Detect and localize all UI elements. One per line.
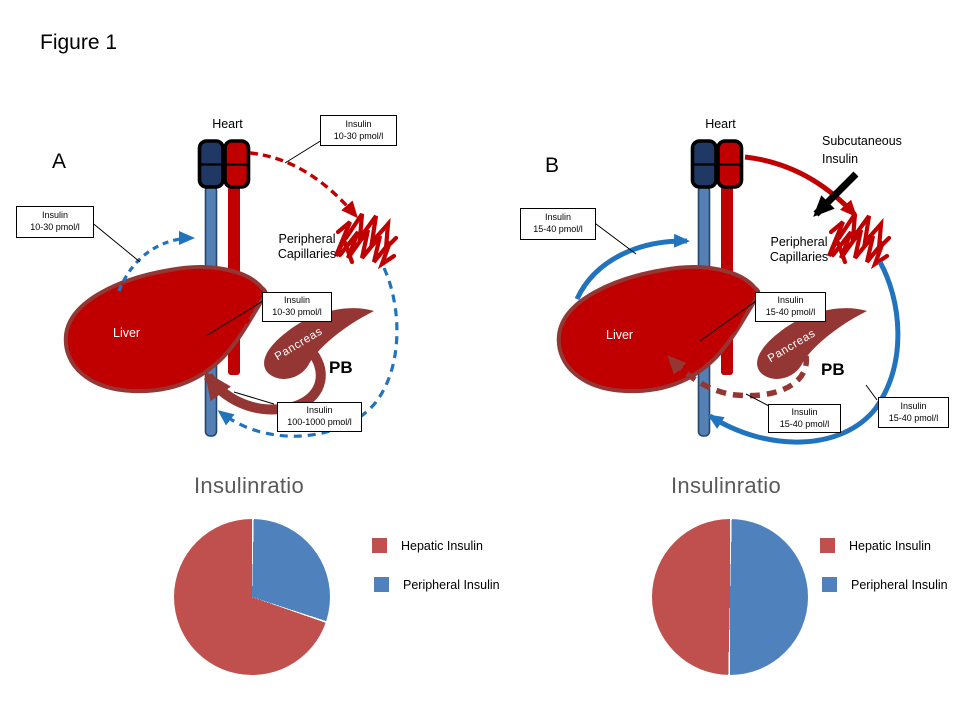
panel-a-letter: A	[52, 150, 67, 173]
insulin-note-a-mid: Insulin 10-30 pmol/l	[262, 292, 332, 322]
legend-row-a-peripheral: Peripheral Insulin	[374, 577, 500, 592]
insulin-note-b-bottom: Insulin 15-40 pmol/l	[768, 404, 841, 433]
panel-b-letter: B	[545, 154, 560, 177]
heart-label-b: Heart	[705, 117, 736, 131]
pb-label-a: PB	[329, 358, 353, 377]
pie-chart-a	[174, 519, 330, 675]
arrow-subcutaneous-injection-black	[813, 171, 859, 217]
connector-b-right	[865, 384, 878, 401]
legend-label-peripheral-a: Peripheral Insulin	[403, 577, 500, 592]
arrow-heart-to-capillaries-dashed-red	[249, 151, 358, 219]
connector-a-left	[89, 220, 141, 263]
legend-swatch-hepatic-b	[820, 538, 835, 553]
arrow-capillaries-to-vein-dashed-blue	[217, 267, 399, 438]
insulin-note-b-right: Insulin 15-40 pmol/l	[878, 397, 949, 428]
capillaries-label-a: Peripheral Capillaries	[277, 232, 337, 262]
liver-label-b: Liver	[606, 328, 634, 342]
insulin-note-a-top: Insulin 10-30 pmol/l	[320, 115, 397, 146]
capillaries-label-b: Peripheral Capillaries	[769, 235, 829, 265]
legend-swatch-hepatic-a	[372, 538, 387, 553]
insulin-note-a-left: Insulin 10-30 pmol/l	[16, 206, 94, 238]
legend-label-hepatic-a: Hepatic Insulin	[401, 538, 483, 553]
insulin-note-a-bottom: Insulin 100-1000 pmol/l	[277, 402, 362, 432]
legend-label-peripheral-b: Peripheral Insulin	[851, 577, 948, 592]
pb-label-b: PB	[821, 360, 845, 379]
subcutaneous-label: Subcutaneous Insulin	[822, 134, 902, 166]
arrow-return-to-vein-upper-solid-blue	[574, 233, 690, 301]
chart-title-b: Insulinratio	[671, 473, 781, 498]
liver-label-a: Liver	[113, 326, 141, 340]
connector-a-top	[284, 139, 323, 164]
connector-a-mid	[205, 300, 264, 337]
connector-b-left	[591, 220, 637, 255]
arrow-artery-to-liver-dashed-red	[204, 318, 251, 346]
insulin-note-b-left: Insulin 15-40 pmol/l	[520, 208, 596, 240]
panel-a-anatomy	[66, 141, 396, 436]
legend-row-a-hepatic: Hepatic Insulin	[372, 538, 483, 553]
connector-a-bottom	[233, 391, 275, 405]
legend-swatch-peripheral-b	[822, 577, 837, 592]
insulin-note-b-mid: Insulin 15-40 pmol/l	[755, 292, 826, 322]
legend-label-hepatic-b: Hepatic Insulin	[849, 538, 931, 553]
arrow-capillaries-to-vein-solid-blue	[707, 260, 901, 445]
arrow-heart-to-capillaries-solid-red	[744, 154, 858, 218]
connector-b-mid	[699, 300, 757, 342]
panel-b-arrows	[574, 154, 901, 445]
arrow-portal-pancreas-to-liver-dashed	[667, 355, 809, 399]
legend-row-b-peripheral: Peripheral Insulin	[822, 577, 948, 592]
pie-chart-b	[652, 519, 808, 675]
connector-b-bottom	[745, 393, 770, 407]
arrow-artery-to-liver-solid-red	[692, 317, 742, 350]
arrow-return-to-vein-upper-dashed-blue	[117, 231, 195, 292]
chart-title-a: Insulinratio	[194, 473, 304, 498]
figure-title: Figure 1	[40, 31, 118, 54]
legend-swatch-peripheral-a	[374, 577, 389, 592]
legend-row-b-hepatic: Hepatic Insulin	[820, 538, 931, 553]
heart-label-a: Heart	[212, 117, 243, 131]
